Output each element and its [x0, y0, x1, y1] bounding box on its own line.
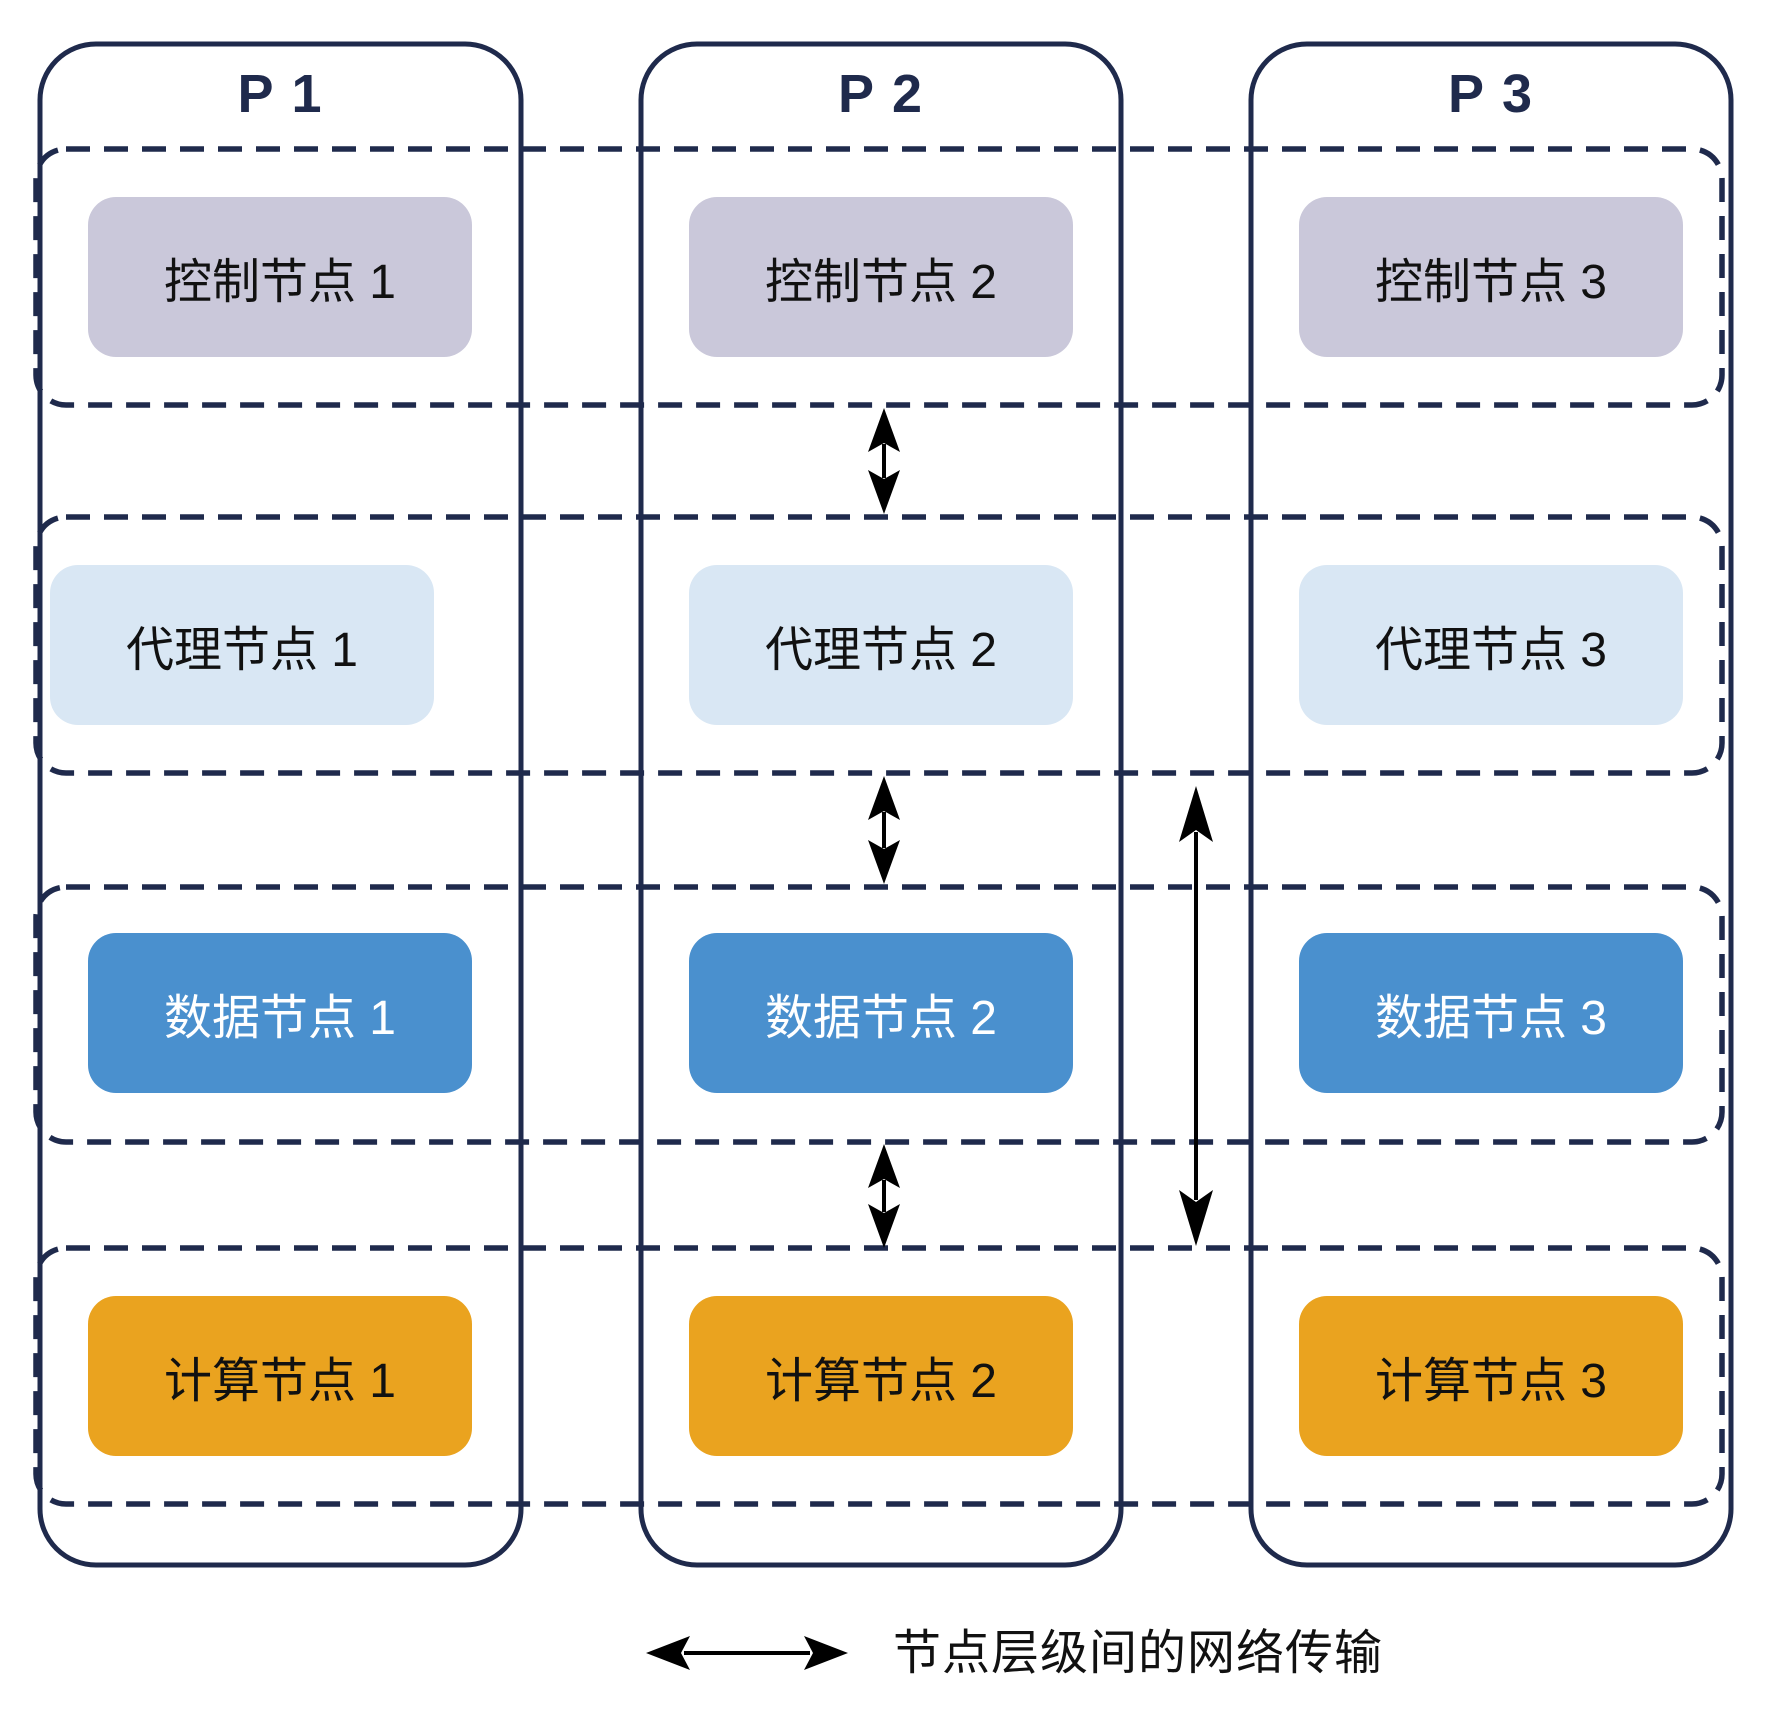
agent-node-1: 代理节点 1	[50, 565, 434, 725]
double-arrow-data-compute	[868, 1144, 900, 1248]
band-agent-row	[33, 514, 1725, 776]
process-columns	[37, 41, 1734, 1568]
double-arrow-agent-data	[868, 776, 900, 884]
agent-node-3: 代理节点 3	[1299, 565, 1683, 725]
column-p1-frame	[37, 41, 524, 1568]
data-node-1: 数据节点 1	[88, 933, 472, 1093]
data-node-2: 数据节点 2	[689, 933, 1073, 1093]
band-compute-row	[33, 1245, 1725, 1507]
band-control-row	[33, 146, 1725, 408]
column-p3-title: P 3	[1447, 64, 1535, 124]
control-node-1: 控制节点 1	[88, 197, 472, 357]
band-data-row	[33, 884, 1725, 1145]
control-node-2: 控制节点 2	[689, 197, 1073, 357]
column-p3-frame	[1248, 41, 1734, 1568]
legend-caption: 节点层级间的网络传输	[893, 1627, 1384, 1680]
data-node-3: 数据节点 3	[1299, 933, 1683, 1093]
column-p1-title: P 1	[237, 64, 324, 124]
layer-bands	[33, 146, 1725, 1507]
column-p2-frame	[638, 41, 1124, 1568]
compute-node-3: 计算节点 3	[1299, 1296, 1683, 1456]
compute-node-1: 计算节点 1	[88, 1296, 472, 1456]
double-arrow-control-agent	[868, 408, 900, 514]
agent-node-2: 代理节点 2	[689, 565, 1073, 725]
column-p2-title: P 2	[837, 64, 925, 124]
legend-double-arrow-icon	[646, 1636, 848, 1670]
control-node-3: 控制节点 3	[1299, 197, 1683, 357]
compute-node-2: 计算节点 2	[689, 1296, 1073, 1456]
double-arrow-agent-compute-long	[1179, 786, 1213, 1246]
